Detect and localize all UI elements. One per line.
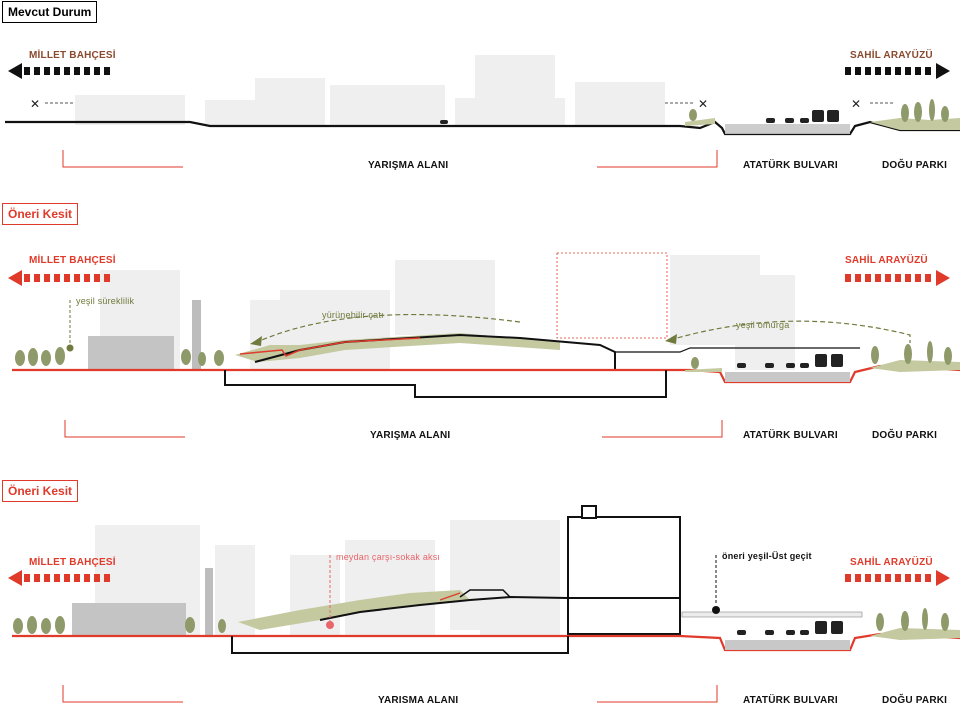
section-1-drawing: ✕ ✕ ✕: [5, 55, 960, 168]
zone-label-east-park: DOĞU PARKI: [882, 695, 948, 706]
zone-label-competition-area: YARIŞMA ALANI: [368, 160, 449, 171]
right-direction-label: SAHİL ARAYÜZÜ: [845, 255, 928, 266]
block-x-icon: ✕: [698, 97, 708, 111]
zone-label-competition-area: YARISMA ALANI: [378, 695, 459, 706]
arrow-right-icon: [936, 63, 950, 79]
background-buildings: [75, 55, 665, 125]
annotation-green-continuity: yeşil süreklilik: [76, 296, 135, 306]
left-direction-label: MİLLET BAHÇESİ: [29, 50, 116, 61]
zone-label-east-park: DOĞU PARKI: [882, 160, 948, 171]
block-x-icon: ✕: [851, 97, 861, 111]
zone-label-east-park: DOĞU PARKI: [872, 430, 938, 441]
arrow-left-icon: [8, 63, 22, 79]
section-tag-existing: Mevcut Durum: [2, 1, 98, 23]
left-direction-label: MİLLET BAHÇESİ: [29, 557, 116, 568]
arrow-right-icon: [936, 270, 950, 286]
section-2-drawing: [12, 252, 961, 438]
section-tag-proposal: Öneri Kesit: [2, 480, 79, 502]
arrow-right-icon: [936, 570, 950, 586]
section-3-drawing: [12, 505, 961, 703]
arrow-left-icon: [8, 570, 22, 586]
direction-arrows: [8, 63, 950, 586]
zone-label-boulevard: ATATÜRK BULVARI: [743, 695, 838, 706]
zone-label-competition-area: YARIŞMA ALANI: [370, 430, 451, 441]
left-direction-label: MİLLET BAHÇESİ: [29, 255, 116, 266]
annotation-green-spine: yeşil omurga: [736, 320, 790, 330]
section-tag-proposal: Öneri Kesit: [2, 203, 79, 225]
annotation-walkable-roof: yürünebilir çatı: [322, 310, 384, 320]
zone-label-boulevard: ATATÜRK BULVARI: [743, 430, 838, 441]
zone-label-boulevard: ATATÜRK BULVARI: [743, 160, 838, 171]
annotation-green-overpass: öneri yeşil-Üst geçit: [722, 551, 812, 561]
block-x-icon: ✕: [30, 97, 40, 111]
arrow-left-icon: [8, 270, 22, 286]
annotation-square-market-street-axis: meydan çarşı-sokak aksı: [336, 552, 441, 562]
right-direction-label: SAHİL ARAYÜZÜ: [850, 557, 933, 568]
right-direction-label: SAHİL ARAYÜZÜ: [850, 50, 933, 61]
